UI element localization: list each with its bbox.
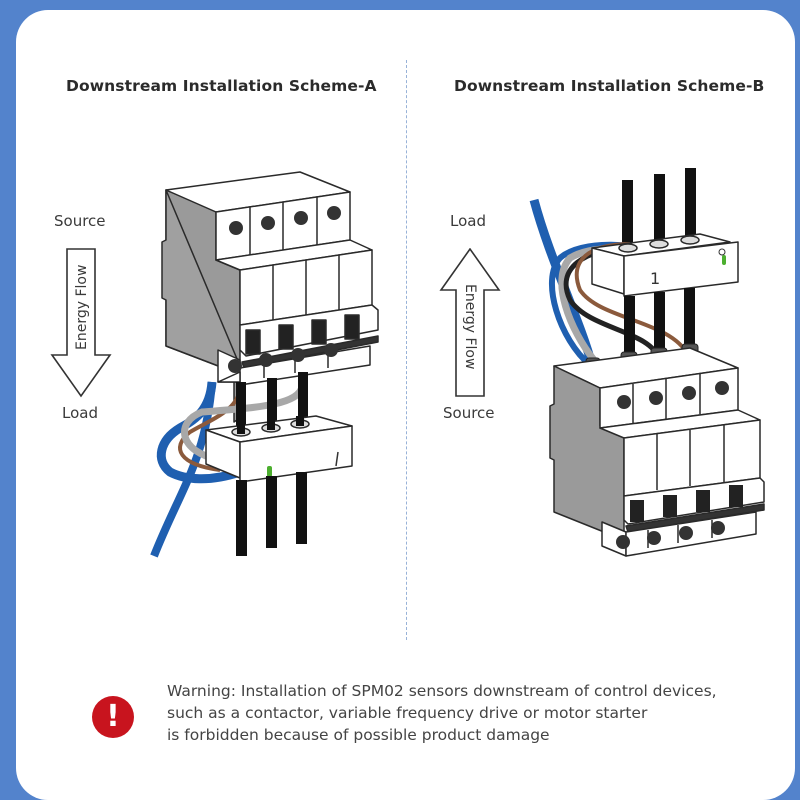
brown-wire [178, 385, 242, 472]
section-divider [406, 60, 407, 640]
spm02-sensor-a [205, 415, 353, 483]
breaker-bottom-screws [228, 343, 338, 373]
warning-message: Warning: Installation of SPM02 sensors d… [167, 680, 717, 746]
scheme-a-illustration [150, 171, 379, 558]
sensor-marking: 1 [650, 269, 660, 288]
scheme-a-title: Downstream Installation Scheme-A [66, 77, 377, 95]
energy-flow-up-arrow-icon [439, 248, 501, 397]
scheme-b-source-label: Source [443, 404, 495, 422]
status-led [267, 466, 272, 477]
warning-line: is forbidden because of possible product… [167, 726, 550, 744]
scheme-a-energy-flow-label: Energy Flow [74, 264, 90, 350]
grey-wire [181, 384, 306, 464]
breaker-top-screws [229, 206, 341, 235]
spm02-sensor-b [591, 233, 739, 297]
energy-flow-down-arrow-icon [50, 248, 112, 398]
status-led [722, 255, 726, 265]
scheme-a-source-label: Source [54, 212, 106, 230]
scheme-b-load-label: Load [450, 212, 486, 230]
circuit-breaker-b [549, 347, 765, 557]
warning-exclamation-icon: ! [92, 696, 134, 738]
warning-line: Warning: Installation of SPM02 sensors d… [167, 682, 717, 700]
warning-line: such as a contactor, variable frequency … [167, 704, 648, 722]
scheme-b-illustration: 1 [529, 168, 765, 557]
scheme-b-title: Downstream Installation Scheme-B [454, 77, 765, 95]
scheme-b-energy-flow-label: Energy Flow [462, 284, 478, 370]
scheme-a-load-label: Load [62, 404, 98, 422]
breaker-screws [616, 381, 729, 549]
